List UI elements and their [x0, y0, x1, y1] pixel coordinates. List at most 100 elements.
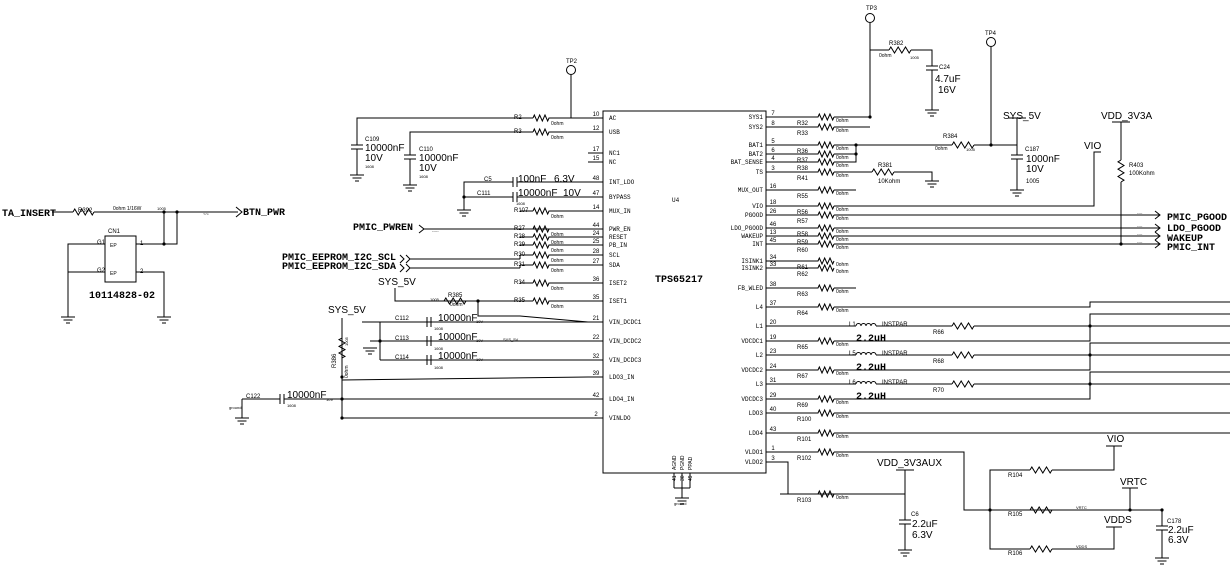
- junction-dot: [1119, 242, 1123, 246]
- resistor-value: 0ohm: [551, 248, 564, 254]
- pin-number: 41: [672, 475, 678, 481]
- resistor-value: 0ohm: [836, 173, 849, 179]
- pin-number: 18: [770, 200, 777, 206]
- resistor-ref: R107: [514, 208, 529, 214]
- sys5v-iset-label: SYS_5V: [378, 277, 416, 288]
- pin-name: BYPASS: [609, 194, 631, 201]
- resistor-ref: R29: [514, 242, 526, 248]
- c109-ref: C109: [365, 137, 380, 143]
- pin-number: 31: [770, 378, 777, 384]
- l1-symbol: [855, 323, 877, 327]
- tp3-label: TP3: [866, 6, 878, 12]
- resistor-value: 0ohm: [836, 155, 849, 161]
- c24-volt: 16V: [938, 85, 956, 96]
- wire: [834, 470, 906, 495]
- ground-label: ground: [229, 405, 241, 410]
- signal-arrow: [1154, 210, 1161, 220]
- pin-number: 15: [593, 156, 600, 162]
- pin-number: 29: [770, 393, 777, 399]
- resistor-ref: R62: [797, 272, 809, 278]
- r386-pkg: 1005: [344, 336, 349, 346]
- wire: [356, 117, 520, 145]
- r381-ref: R381: [878, 163, 893, 169]
- sys5v-right-label: SYS_5V: [1003, 111, 1041, 122]
- pin-name: VIO: [752, 203, 763, 210]
- r104-ref: R104: [1008, 473, 1023, 479]
- wire: [136, 271, 165, 317]
- r386-ref: R386: [332, 353, 338, 368]
- resistor-symbol: [780, 408, 835, 418]
- resistor-value: 0ohm: [836, 269, 849, 275]
- resistor-symbol: [532, 240, 588, 250]
- r382-ref: R382: [889, 41, 904, 47]
- pin-number: 47: [593, 191, 600, 197]
- pin-name: L1: [756, 323, 764, 330]
- wire: [834, 151, 1101, 207]
- eeprom-sda-label: PMIC_EEPROM_I2C_SDA: [282, 262, 396, 273]
- wire: [989, 510, 1030, 550]
- r104-symbol: [1029, 466, 1053, 474]
- c110-volt: 10V: [419, 163, 437, 174]
- resistor-value: 0ohm: [836, 308, 849, 314]
- wire: [409, 131, 520, 155]
- pin-number: 2: [594, 412, 598, 418]
- junction-dot: [1088, 353, 1092, 357]
- pin-number: 40: [770, 407, 777, 413]
- resistor-value: 0ohm: [551, 268, 564, 274]
- c6-value: 2.2uF: [912, 519, 938, 530]
- wire: [1052, 527, 1115, 550]
- pin-number: 39: [593, 371, 600, 377]
- resistor-ref: R60: [797, 248, 809, 254]
- resistor-value: 0ohm: [836, 118, 849, 124]
- resistor-value: 0ohm: [836, 128, 849, 134]
- resistor-ref: R38: [797, 166, 809, 172]
- resistor-symbol: [532, 278, 588, 288]
- c5-ref: C5: [484, 177, 492, 183]
- r386-value: 0ohm: [344, 365, 350, 378]
- cn1-ep1: EP: [110, 243, 117, 249]
- resistor-symbol: [780, 157, 835, 167]
- resistor-value: 0ohm: [551, 232, 564, 238]
- pin-number: 49: [688, 475, 694, 481]
- resistor-symbol: [780, 140, 835, 150]
- resistor-ref: R58: [797, 232, 809, 238]
- sda-arrows: [399, 263, 411, 273]
- tp2-label: TP2: [566, 59, 578, 65]
- resistor-ref: R28: [514, 234, 526, 240]
- c113-value: 10000nF: [438, 332, 477, 343]
- tp3-symbol: [865, 13, 875, 23]
- tp4-symbol: [986, 37, 996, 47]
- pmic-int-label: PMIC_INT: [1167, 243, 1215, 254]
- r385-value: 0ohm: [450, 302, 463, 308]
- c113-ref: C113: [395, 336, 410, 342]
- wire: [341, 377, 588, 400]
- c111-value: 10000nF: [518, 188, 557, 199]
- resistor-value: 0ohm: [836, 163, 849, 169]
- net-tick: ----: [1137, 210, 1143, 215]
- pin-number: 30: [680, 475, 686, 481]
- c110-value: 10000nF: [419, 153, 458, 164]
- c187-pkg: 1005: [1026, 179, 1040, 185]
- pin-name: SDA: [609, 262, 620, 269]
- signal-arrow: [1154, 231, 1161, 241]
- pin-name: BAT1: [749, 142, 764, 149]
- c6-volt: 6.3V: [912, 530, 933, 541]
- inductor-series-resistor: [951, 322, 975, 330]
- resistor-symbol: [532, 260, 588, 270]
- r382-pkg: 1005: [910, 55, 920, 60]
- resistor-symbol: [780, 302, 835, 312]
- l1-ref: L1: [849, 322, 856, 328]
- pin-name: VIN_DCDC3: [609, 357, 642, 364]
- l6-symbol: [855, 381, 877, 385]
- inductor-series-resistor: [951, 380, 975, 388]
- r392-value: 0ohm 1/16W: [113, 206, 142, 212]
- wire: [911, 49, 933, 66]
- btn-pwr-label: BTN_PWR: [243, 208, 285, 219]
- cn1-g2: G2: [97, 268, 106, 274]
- junction-dot: [175, 210, 179, 214]
- l6-value: 2.2uH: [856, 392, 886, 403]
- resistor-ref: R57: [797, 219, 809, 225]
- pin-name: LDO4_IN: [609, 396, 635, 403]
- c109-volt: 10V: [365, 153, 383, 164]
